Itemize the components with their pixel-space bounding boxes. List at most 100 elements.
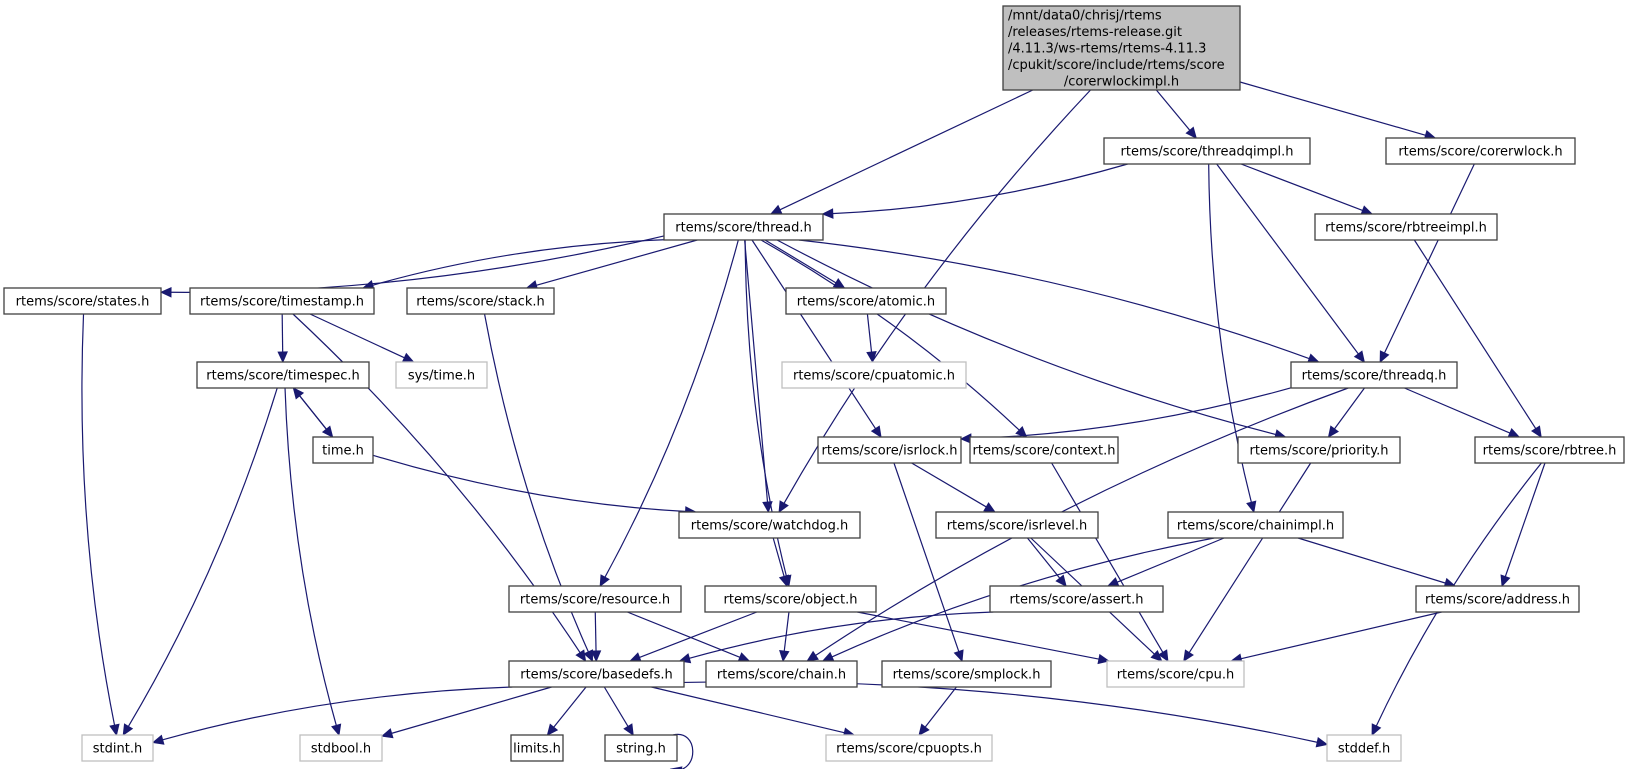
node-resource[interactable]: rtems/score/resource.h: [508, 585, 682, 613]
node-smplock[interactable]: rtems/score/smplock.h: [881, 660, 1052, 688]
edge-chainimpl-to-chain-arrowhead: [821, 651, 835, 662]
edge-root-to-threadqimpl-line: [1155, 89, 1191, 132]
node-context[interactable]: rtems/score/context.h: [969, 436, 1119, 464]
node-root[interactable]: /mnt/data0/chrisj/rtems/releases/rtems-r…: [1002, 5, 1241, 91]
node-stddef[interactable]: stddef.h: [1326, 734, 1402, 762]
node-label: rtems/score/context.h: [973, 443, 1116, 458]
edge-isrlevel-to-assert-line: [1026, 537, 1061, 580]
node-box[interactable]: [969, 436, 1119, 464]
node-box[interactable]: [1314, 213, 1498, 241]
edge-threadqimpl-to-rbtreeimpl-line: [1240, 163, 1364, 212]
node-box[interactable]: [1106, 660, 1245, 688]
edge-object-to-chain: [779, 611, 790, 663]
node-box[interactable]: [1290, 361, 1458, 389]
node-watchdog[interactable]: rtems/score/watchdog.h: [678, 511, 861, 539]
node-thread[interactable]: rtems/score/thread.h: [663, 213, 824, 241]
edge-timespec-to-stdint-arrowhead: [122, 723, 134, 737]
node-box[interactable]: [1326, 734, 1402, 762]
node-string[interactable]: string.h: [604, 734, 678, 762]
node-address[interactable]: rtems/score/address.h: [1415, 585, 1580, 613]
node-stdint[interactable]: stdint.h: [81, 734, 154, 762]
node-chain[interactable]: rtems/score/chain.h: [705, 660, 858, 688]
edge-isrlock-to-smplock-arrowhead: [953, 649, 964, 663]
node-box[interactable]: [989, 585, 1164, 613]
node-atomic[interactable]: rtems/score/atomic.h: [785, 287, 947, 315]
edge-threadqimpl-to-chainimpl-arrowhead: [1246, 500, 1257, 514]
node-box[interactable]: [510, 734, 564, 762]
node-label: rtems/score/chainimpl.h: [1177, 518, 1334, 533]
node-basedefs[interactable]: rtems/score/basedefs.h: [508, 660, 685, 688]
node-timeh[interactable]: time.h: [312, 436, 374, 464]
node-label: rtems/score/priority.h: [1250, 443, 1389, 458]
node-cpu[interactable]: rtems/score/cpu.h: [1106, 660, 1245, 688]
edge-rbtreeimpl-to-rbtree-arrowhead: [1531, 425, 1542, 439]
node-box[interactable]: [678, 511, 861, 539]
node-cpuopts[interactable]: rtems/score/cpuopts.h: [825, 734, 993, 762]
node-box[interactable]: [3, 287, 162, 315]
node-box[interactable]: [1002, 5, 1241, 91]
edge-threadq-to-isrlock: [959, 387, 1292, 444]
node-threadqimpl[interactable]: rtems/score/threadqimpl.h: [1103, 137, 1311, 165]
node-box[interactable]: [1474, 436, 1625, 464]
node-label: rtems/score/rbtree.h: [1483, 443, 1617, 458]
node-box[interactable]: [1167, 511, 1344, 539]
node-stack[interactable]: rtems/score/stack.h: [406, 287, 555, 315]
node-box[interactable]: [1415, 585, 1580, 613]
node-box[interactable]: [189, 287, 375, 315]
node-label: rtems/score/cpu.h: [1117, 667, 1235, 682]
node-rbtree[interactable]: rtems/score/rbtree.h: [1474, 436, 1625, 464]
edge-thread-to-atomic-line: [764, 239, 838, 284]
node-box[interactable]: [1103, 137, 1311, 165]
node-timespec[interactable]: rtems/score/timespec.h: [196, 361, 370, 389]
node-box[interactable]: [604, 734, 678, 762]
node-box[interactable]: [663, 213, 824, 241]
node-isrlock[interactable]: rtems/score/isrlock.h: [817, 436, 962, 464]
node-box[interactable]: [704, 585, 877, 613]
node-states[interactable]: rtems/score/states.h: [3, 287, 162, 315]
node-box[interactable]: [781, 361, 967, 389]
node-object[interactable]: rtems/score/object.h: [704, 585, 877, 613]
node-rbtreeimpl[interactable]: rtems/score/rbtreeimpl.h: [1314, 213, 1498, 241]
node-box[interactable]: [395, 361, 488, 389]
node-isrlevel[interactable]: rtems/score/isrlevel.h: [935, 511, 1099, 539]
node-box[interactable]: [881, 660, 1052, 688]
node-priority[interactable]: rtems/score/priority.h: [1237, 436, 1401, 464]
node-box[interactable]: [81, 734, 154, 762]
node-stdbool[interactable]: stdbool.h: [299, 734, 383, 762]
edge-threadqimpl-to-thread-arrowhead: [821, 208, 834, 219]
node-timestamp[interactable]: rtems/score/timestamp.h: [189, 287, 375, 315]
node-box[interactable]: [508, 660, 685, 688]
node-limits[interactable]: limits.h: [510, 734, 564, 762]
node-label: rtems/score/timestamp.h: [200, 294, 364, 309]
node-box[interactable]: [825, 734, 993, 762]
edge-thread-to-isrlock-arrowhead: [870, 425, 882, 439]
edge-rbtreeimpl-to-rbtree-line: [1413, 239, 1537, 430]
node-box[interactable]: [1385, 137, 1576, 165]
node-box[interactable]: [508, 585, 682, 613]
node-box[interactable]: [785, 287, 947, 315]
node-box[interactable]: [817, 436, 962, 464]
node-chainimpl[interactable]: rtems/score/chainimpl.h: [1167, 511, 1344, 539]
edge-threadq-to-chain-arrowhead: [806, 650, 819, 662]
node-box[interactable]: [312, 436, 374, 464]
node-box[interactable]: [705, 660, 858, 688]
node-box[interactable]: [1237, 436, 1401, 464]
node-assert[interactable]: rtems/score/assert.h: [989, 585, 1164, 613]
node-label: rtems/score/assert.h: [1010, 592, 1144, 607]
node-threadq[interactable]: rtems/score/threadq.h: [1290, 361, 1458, 389]
edge-object-to-cpu: [857, 611, 1110, 665]
edge-threadq-to-priority-line: [1333, 387, 1365, 431]
node-box[interactable]: [406, 287, 555, 315]
node-label: rtems/score/corerwlock.h: [1398, 144, 1562, 159]
edge-watchdog-to-object-line: [772, 537, 785, 578]
node-systime[interactable]: sys/time.h: [395, 361, 488, 389]
edge-object-to-cpu-line: [857, 611, 1101, 660]
node-label: rtems/score/timespec.h: [206, 368, 359, 383]
node-label: /cpukit/score/include/rtems/score: [1008, 58, 1225, 73]
node-box[interactable]: [196, 361, 370, 389]
node-box[interactable]: [935, 511, 1099, 539]
node-cpuatomic[interactable]: rtems/score/cpuatomic.h: [781, 361, 967, 389]
node-corerwlock[interactable]: rtems/score/corerwlock.h: [1385, 137, 1576, 165]
node-box[interactable]: [299, 734, 383, 762]
